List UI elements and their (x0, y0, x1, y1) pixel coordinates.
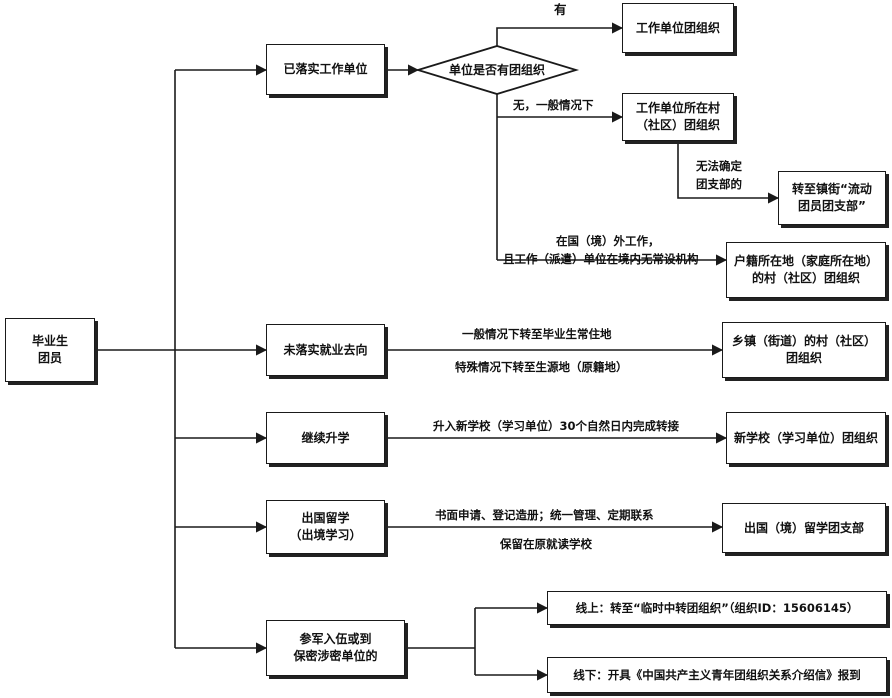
unemployed-target-line2: 团组织 (785, 351, 822, 365)
military-box-line1: 参军入伍或到 (299, 632, 372, 646)
unemployed-label-top: 一般情况下转至毕业生常住地 (462, 327, 612, 341)
no-target-line1: 工作单位所在村 (635, 101, 720, 115)
unemployed-target-line1: 乡镇（街道）的村（社区） (731, 334, 876, 348)
offline-target-label: 线下：开具《中国共产主义青年团组织关系介绍信》报到 (573, 667, 861, 682)
unemployed-box: 未落实就业去向 (266, 324, 385, 376)
undetermined-label-line2: 团支部的 (696, 177, 742, 191)
unemployed-box-label: 未落实就业去向 (283, 342, 368, 357)
unemployed-label-bottom: 特殊情况下转至生源地（原籍地） (455, 360, 628, 374)
undetermined-target-line2: 团员团支部” (798, 199, 866, 213)
study-label: 升入新学校（学习单位）30个自然日内完成转接 (433, 419, 680, 433)
abroad-work-target-line1: 户籍所在地（家庭所在地） (733, 254, 878, 268)
unemployed-target-box: 乡镇（街道）的村（社区） 团组织 (722, 322, 886, 378)
yes-target-box: 工作单位团组织 (622, 3, 734, 53)
abroad-work-target-line2: 的村（社区）团组织 (751, 271, 860, 285)
abroad-study-label-top: 书面申请、登记造册；统一管理、定期联系 (435, 508, 654, 522)
online-target-label: 线上：转至“临时中转团组织”（组织ID：15606145） (575, 600, 859, 615)
study-target-label: 新学校（学习单位）团组织 (733, 430, 878, 445)
abroad-study-target-label: 出国（境）留学团支部 (743, 520, 864, 535)
connector-yes (496, 22, 624, 46)
root-label-line1: 毕业生 (31, 334, 68, 348)
root-label-line2: 团员 (37, 351, 62, 365)
abroad-study-box: 出国留学 （出境学习） (266, 500, 385, 554)
decision-label: 单位是否有团组织 (448, 63, 545, 77)
root-box: 毕业生 团员 (5, 318, 95, 382)
decision-diamond (414, 45, 580, 95)
undetermined-target-box: 转至镇街“流动 团员团支部” (778, 171, 886, 225)
study-target-box: 新学校（学习单位）团组织 (726, 412, 886, 464)
study-box: 继续升学 (266, 412, 385, 464)
undetermined-target-line1: 转至镇街“流动 (792, 182, 872, 196)
abroad-study-target-box: 出国（境）留学团支部 (722, 503, 886, 553)
abroad-work-target-box: 户籍所在地（家庭所在地） 的村（社区）团组织 (726, 242, 886, 298)
study-box-label: 继续升学 (301, 430, 350, 445)
abroad-work-label-line1: 在国（境）外工作， (556, 234, 660, 248)
yes-target-label: 工作单位团组织 (635, 20, 720, 35)
abroad-study-box-line1: 出国留学 (301, 511, 350, 525)
military-box: 参军入伍或到 保密涉密单位的 (266, 620, 405, 676)
no-target-line2: （社区）团组织 (635, 118, 720, 132)
employed-box-label: 已落实工作单位 (283, 62, 368, 76)
undetermined-label-line1: 无法确定 (696, 159, 742, 173)
offline-target-box: 线下：开具《中国共产主义青年团组织关系介绍信》报到 (547, 657, 887, 693)
connector-undetermined (677, 141, 780, 204)
no-target-box: 工作单位所在村 （社区）团组织 (622, 93, 734, 141)
abroad-work-label-line2: 且工作（派遣）单位在境内无常设机构 (503, 252, 699, 266)
abroad-study-label-bottom: 保留在原就读学校 (500, 537, 592, 551)
yes-label: 有 (554, 2, 567, 17)
no-label: 无，一般情况下 (513, 98, 594, 112)
online-target-box: 线上：转至“临时中转团组织”（组织ID：15606145） (547, 591, 887, 625)
military-box-line2: 保密涉密单位的 (293, 649, 378, 663)
abroad-study-box-line2: （出境学习） (289, 528, 362, 542)
employed-box: 已落实工作单位 (266, 44, 385, 95)
